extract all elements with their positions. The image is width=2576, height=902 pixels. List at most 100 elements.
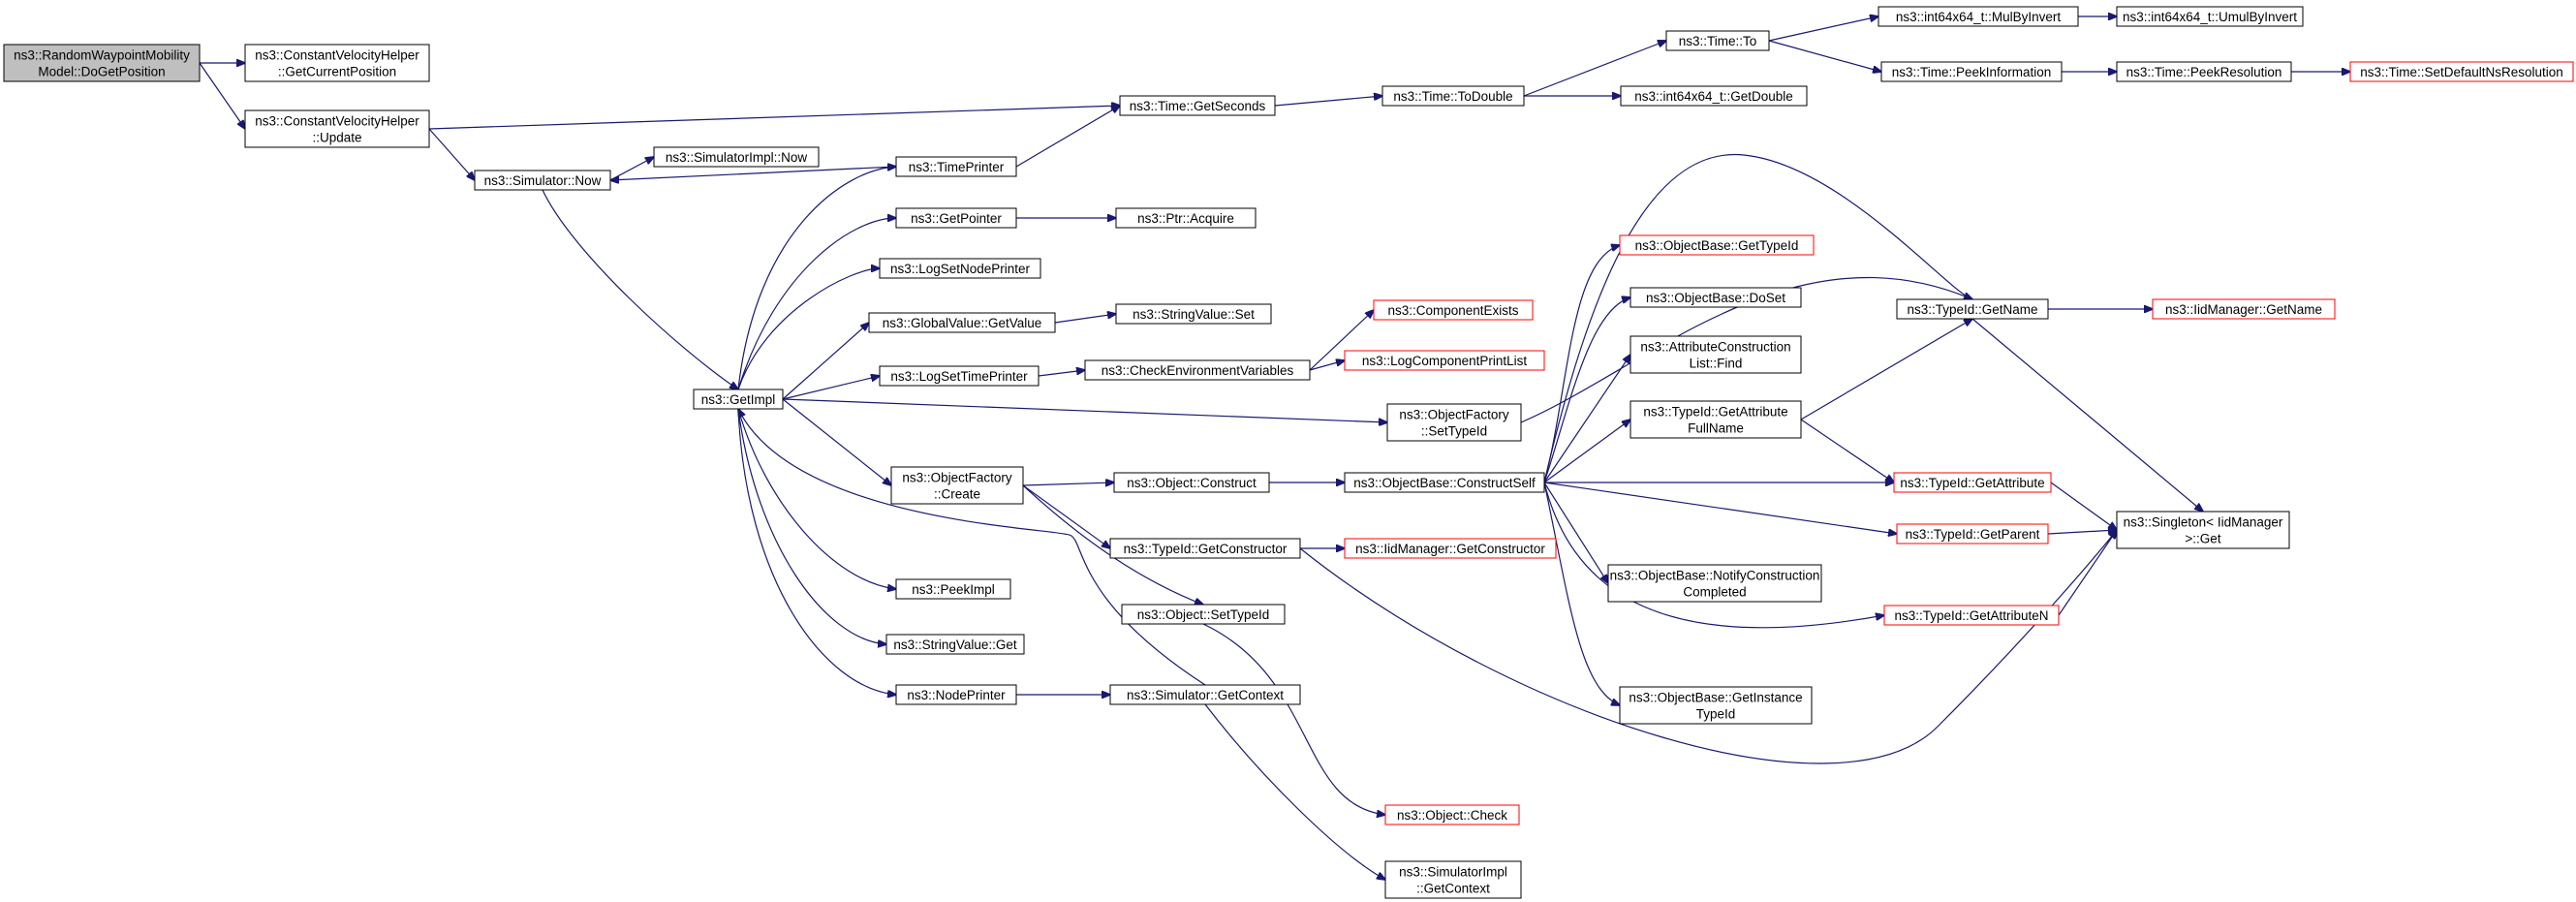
edge-timeto-to-mulbyinvert <box>1768 16 1878 42</box>
node-todouble[interactable]: ns3::Time::ToDouble <box>1381 85 1525 107</box>
node-label-tid_getname-line-0: ns3::TypeId::GetName <box>1907 302 2037 317</box>
node-sim_now[interactable]: ns3::Simulator::Now <box>474 170 611 191</box>
node-box-i64_getdouble <box>1620 85 1808 107</box>
edge-ob_constructself-to-tid_getattrn <box>1543 482 1884 629</box>
edge-cvh_update-to-getseconds <box>428 106 1120 130</box>
node-label-acl_find-line-0: ns3::AttributeConstruction <box>1640 340 1790 355</box>
node-gv_getvalue[interactable]: ns3::GlobalValue::GetValue <box>868 312 1056 333</box>
node-sv_get[interactable]: ns3::StringValue::Get <box>885 634 1025 655</box>
node-sv_set[interactable]: ns3::StringValue::Set <box>1115 303 1272 325</box>
node-of_settypeid[interactable]: ns3::ObjectFactory::SetTypeId <box>1386 403 1522 442</box>
node-logcomplist[interactable]: ns3::LogComponentPrintList <box>1344 350 1545 371</box>
node-label-tid_getattr-line-0: ns3::TypeId::GetAttribute <box>1900 476 2044 490</box>
node-label-checkenv-line-0: ns3::CheckEnvironmentVariables <box>1102 363 1294 378</box>
edge-getseconds-to-todouble <box>1274 96 1382 107</box>
edge-sim_getcontext-to-getimpl <box>738 409 1206 686</box>
node-tid_getctor[interactable]: ns3::TypeId::GetConstructor <box>1109 538 1301 559</box>
node-label-todouble-line-0: ns3::Time::ToDouble <box>1393 89 1512 104</box>
edge-ob_constructself-to-ob_getinstance <box>1543 482 1620 705</box>
node-box-obj_construct <box>1113 472 1270 493</box>
node-label-singleton_get-line-0: ns3::Singleton< IidManager <box>2124 515 2283 530</box>
node-ob_gettypeid[interactable]: ns3::ObjectBase::GetTypeId <box>1619 234 1815 256</box>
node-box-umulbyinvert <box>2116 6 2304 27</box>
node-box-obj_settypeid <box>1121 604 1286 625</box>
edge-getimpl-to-sv_get <box>737 408 886 644</box>
node-label-iid_getctor-line-0: ns3::IidManager::GetConstructor <box>1355 542 1545 556</box>
node-label-setdefaultns-line-0: ns3::Time::SetDefaultNsResolution <box>2360 65 2563 79</box>
node-peekres[interactable]: ns3::Time::PeekResolution <box>2116 61 2292 82</box>
edge-getimpl-to-logsetnode <box>737 268 880 390</box>
node-checkenv[interactable]: ns3::CheckEnvironmentVariables <box>1084 359 1311 381</box>
node-box-sv_get <box>885 634 1025 655</box>
node-label-tid_getattrfull-line-0: ns3::TypeId::GetAttribute <box>1643 405 1787 420</box>
node-label-tid_getattrfull-line-1: FullName <box>1688 421 1744 436</box>
node-logsettime[interactable]: ns3::LogSetTimePrinter <box>879 365 1040 387</box>
node-i64_getdouble[interactable]: ns3::int64x64_t::GetDouble <box>1620 85 1808 107</box>
node-simimpl_getcontext[interactable]: ns3::SimulatorImpl::GetContext <box>1384 860 1522 899</box>
node-tid_getname[interactable]: ns3::TypeId::GetName <box>1896 298 2049 320</box>
node-box-of_create <box>890 466 1024 505</box>
node-setdefaultns[interactable]: ns3::Time::SetDefaultNsResolution <box>2349 61 2574 82</box>
edge-getimpl-to-logsettime <box>782 376 880 400</box>
node-tid_getattrn[interactable]: ns3::TypeId::GetAttributeN <box>1883 605 2060 626</box>
node-iid_getname[interactable]: ns3::IidManager::GetName <box>2152 298 2336 320</box>
node-iid_getctor[interactable]: ns3::IidManager::GetConstructor <box>1344 538 1557 559</box>
node-getimpl[interactable]: ns3::GetImpl <box>693 389 784 410</box>
edge-getimpl-to-of_settypeid <box>782 398 1387 422</box>
node-ob_notify[interactable]: ns3::ObjectBase::NotifyConstructionCompl… <box>1607 564 1822 603</box>
edge-of_create-to-tid_getctor <box>1022 484 1110 548</box>
node-cvh_update[interactable]: ns3::ConstantVelocityHelper::Update <box>244 109 430 148</box>
node-timeto[interactable]: ns3::Time::To <box>1665 30 1770 51</box>
node-tid_getattr[interactable]: ns3::TypeId::GetAttribute <box>1893 472 2052 493</box>
node-peekimpl[interactable]: ns3::PeekImpl <box>895 578 1011 600</box>
node-label-cvh_update-line-0: ns3::ConstantVelocityHelper <box>255 114 419 129</box>
node-box-ob_constructself <box>1344 472 1545 493</box>
node-ob_constructself[interactable]: ns3::ObjectBase::ConstructSelf <box>1344 472 1545 493</box>
node-timeprinter[interactable]: ns3::TimePrinter <box>895 156 1017 177</box>
node-getpointer[interactable]: ns3::GetPointer <box>895 207 1017 229</box>
node-label-simimpl_getcontext-line-1: ::GetContext <box>1416 882 1490 896</box>
node-label-cvh_getpos-line-0: ns3::ConstantVelocityHelper <box>255 48 419 63</box>
node-label-of_settypeid-line-1: ::SetTypeId <box>1421 424 1487 439</box>
edge-ob_constructself-to-tid_getname <box>1543 154 1972 483</box>
node-singleton_get[interactable]: ns3::Singleton< IidManager>::Get <box>2116 511 2290 549</box>
node-box-root <box>3 44 201 82</box>
node-box-tid_getparent <box>1896 523 2049 544</box>
node-obj_construct[interactable]: ns3::Object::Construct <box>1113 472 1270 493</box>
node-box-tid_getattrfull <box>1629 400 1802 439</box>
node-mulbyinvert[interactable]: ns3::int64x64_t::MulByInvert <box>1878 6 2079 27</box>
node-cvh_getpos[interactable]: ns3::ConstantVelocityHelper::GetCurrentP… <box>244 44 430 82</box>
node-ptr_acquire[interactable]: ns3::Ptr::Acquire <box>1115 207 1257 229</box>
node-box-cvh_getpos <box>244 44 430 82</box>
node-box-setdefaultns <box>2349 61 2574 82</box>
node-logsetnode[interactable]: ns3::LogSetNodePrinter <box>879 258 1041 279</box>
node-box-tid_getctor <box>1109 538 1301 559</box>
edge-timeprinter-to-sim_now <box>610 166 897 180</box>
node-obj_settypeid[interactable]: ns3::Object::SetTypeId <box>1121 604 1286 625</box>
edge-tid_getattrn-to-singleton_get <box>2058 530 2117 616</box>
edge-logsettime-to-checkenv <box>1038 370 1085 377</box>
node-simimpl_now[interactable]: ns3::SimulatorImpl::Now <box>653 146 820 168</box>
node-tid_getparent[interactable]: ns3::TypeId::GetParent <box>1896 523 2049 544</box>
edge-getimpl-to-peekimpl <box>737 408 896 589</box>
node-getseconds[interactable]: ns3::Time::GetSeconds <box>1119 95 1276 116</box>
node-of_create[interactable]: ns3::ObjectFactory::Create <box>890 466 1024 505</box>
node-box-mulbyinvert <box>1878 6 2079 27</box>
node-umulbyinvert[interactable]: ns3::int64x64_t::UmulByInvert <box>2116 6 2304 27</box>
node-box-ob_getinstance <box>1619 686 1813 725</box>
node-box-getseconds <box>1119 95 1276 116</box>
node-obj_check[interactable]: ns3::Object::Check <box>1384 804 1520 825</box>
node-peekinfo[interactable]: ns3::Time::PeekInformation <box>1880 61 2063 82</box>
node-sim_getcontext[interactable]: ns3::Simulator::GetContext <box>1109 684 1301 705</box>
node-box-sv_set <box>1115 303 1272 325</box>
node-nodeprinter[interactable]: ns3::NodePrinter <box>895 684 1017 705</box>
node-box-acl_find <box>1629 335 1802 374</box>
node-ob_doset[interactable]: ns3::ObjectBase::DoSet <box>1629 287 1802 308</box>
node-box-compexists <box>1373 299 1534 321</box>
node-label-logcomplist-line-0: ns3::LogComponentPrintList <box>1362 354 1528 368</box>
edge-tid_getattrfull-to-tid_getname <box>1800 319 1972 420</box>
node-compexists[interactable]: ns3::ComponentExists <box>1373 299 1534 321</box>
